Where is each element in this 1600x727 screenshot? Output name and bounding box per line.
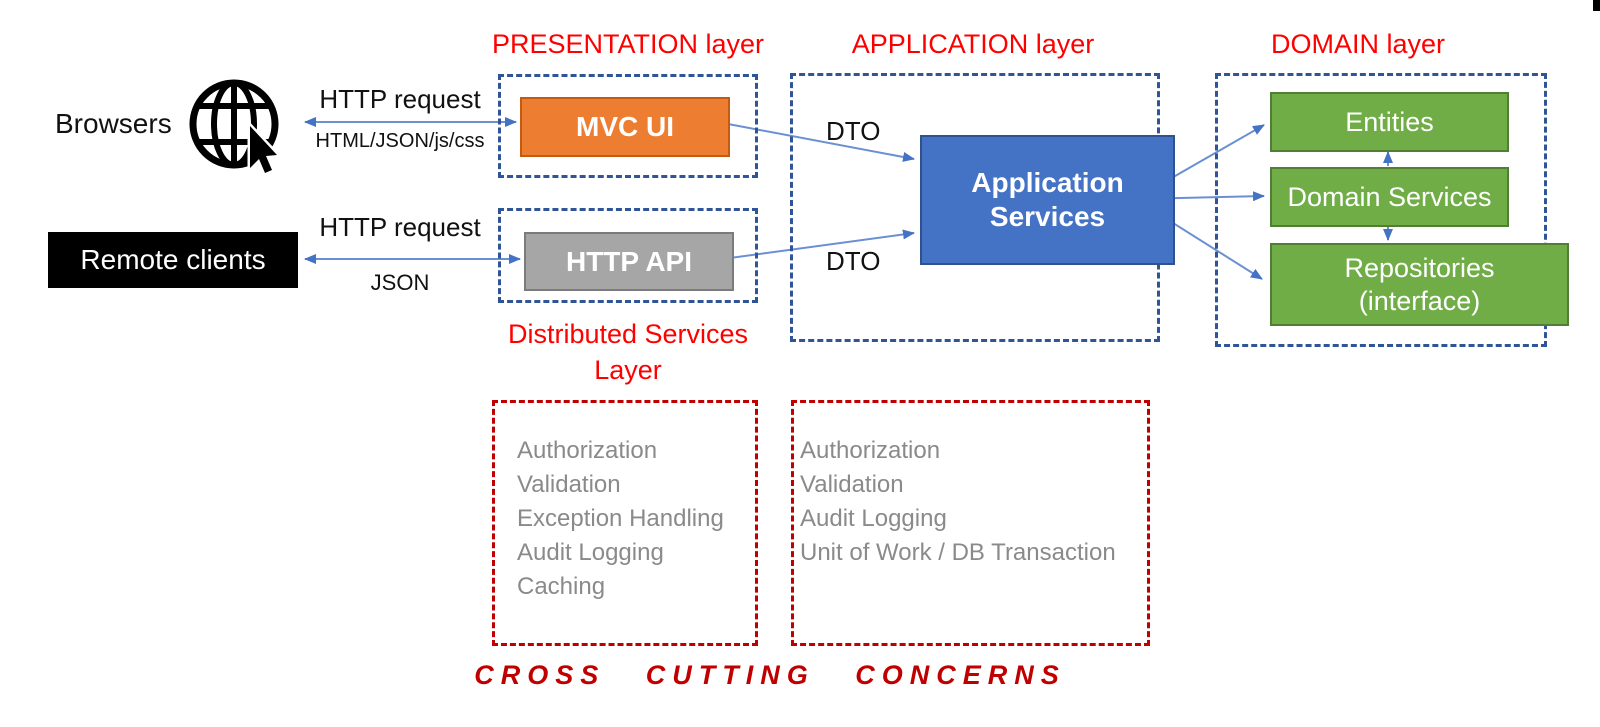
concern-item: Caching [517,573,606,600]
browser-request-label: HTTP request [319,84,481,114]
remote-payload-label: JSON [370,270,430,295]
domain-layer-title: DOMAIN layer [1270,29,1446,59]
concern-item: Authorization [517,437,658,464]
cross-cutting-concerns-title: CROSS CUTTING CONCERNS [474,660,1066,690]
mvc-ui-label: MVC UI [576,111,674,142]
remote-request-label: HTTP request [319,212,481,242]
corner-mark [1593,0,1600,11]
http-api-label: HTTP API [565,245,692,277]
application-layer-title: APPLICATION layer [851,29,1095,59]
concern-item: Audit Logging [517,539,664,566]
dto-top-label: DTO [826,116,881,146]
remote-clients-label: Remote clients [80,244,266,275]
browser-payload-label: HTML/JSON/js/css [315,130,485,152]
entities-node: Entities [1270,92,1509,152]
entities-label: Entities [1345,106,1434,137]
remote-clients-box: Remote clients [48,232,298,288]
concern-item: Validation [800,471,904,498]
globe-icon [189,79,283,176]
concern-item: Unit of Work / DB Transaction [800,539,1116,566]
concern-item: Exception Handling [517,505,724,532]
presentation-api-container [498,208,758,303]
domain-services-node: Domain Services [1270,167,1509,227]
application-concerns-box [791,400,1150,646]
http-api-node: HTTP API [524,232,734,291]
mvc-ui-node: MVC UI [520,97,730,157]
repositories-label: Repositories (interface) [1344,252,1495,316]
concern-item: Audit Logging [800,505,947,532]
application-services-node: Application Services [920,135,1175,265]
application-services-label: Application Services [971,167,1124,232]
concern-item: Authorization [800,437,941,464]
concern-item: Validation [517,471,621,498]
presentation-concerns-box [492,400,758,646]
domain-layer-container [1215,73,1547,347]
repositories-node: Repositories (interface) [1270,243,1569,326]
presentation-layer-title: PRESENTATION layer [491,29,765,59]
domain-services-label: Domain Services [1287,181,1492,212]
browsers-label: Browsers [55,108,172,139]
distributed-services-layer-title: Distributed Services Layer [507,319,749,385]
presentation-mvc-container [498,74,758,178]
dto-bottom-label: DTO [826,246,881,276]
